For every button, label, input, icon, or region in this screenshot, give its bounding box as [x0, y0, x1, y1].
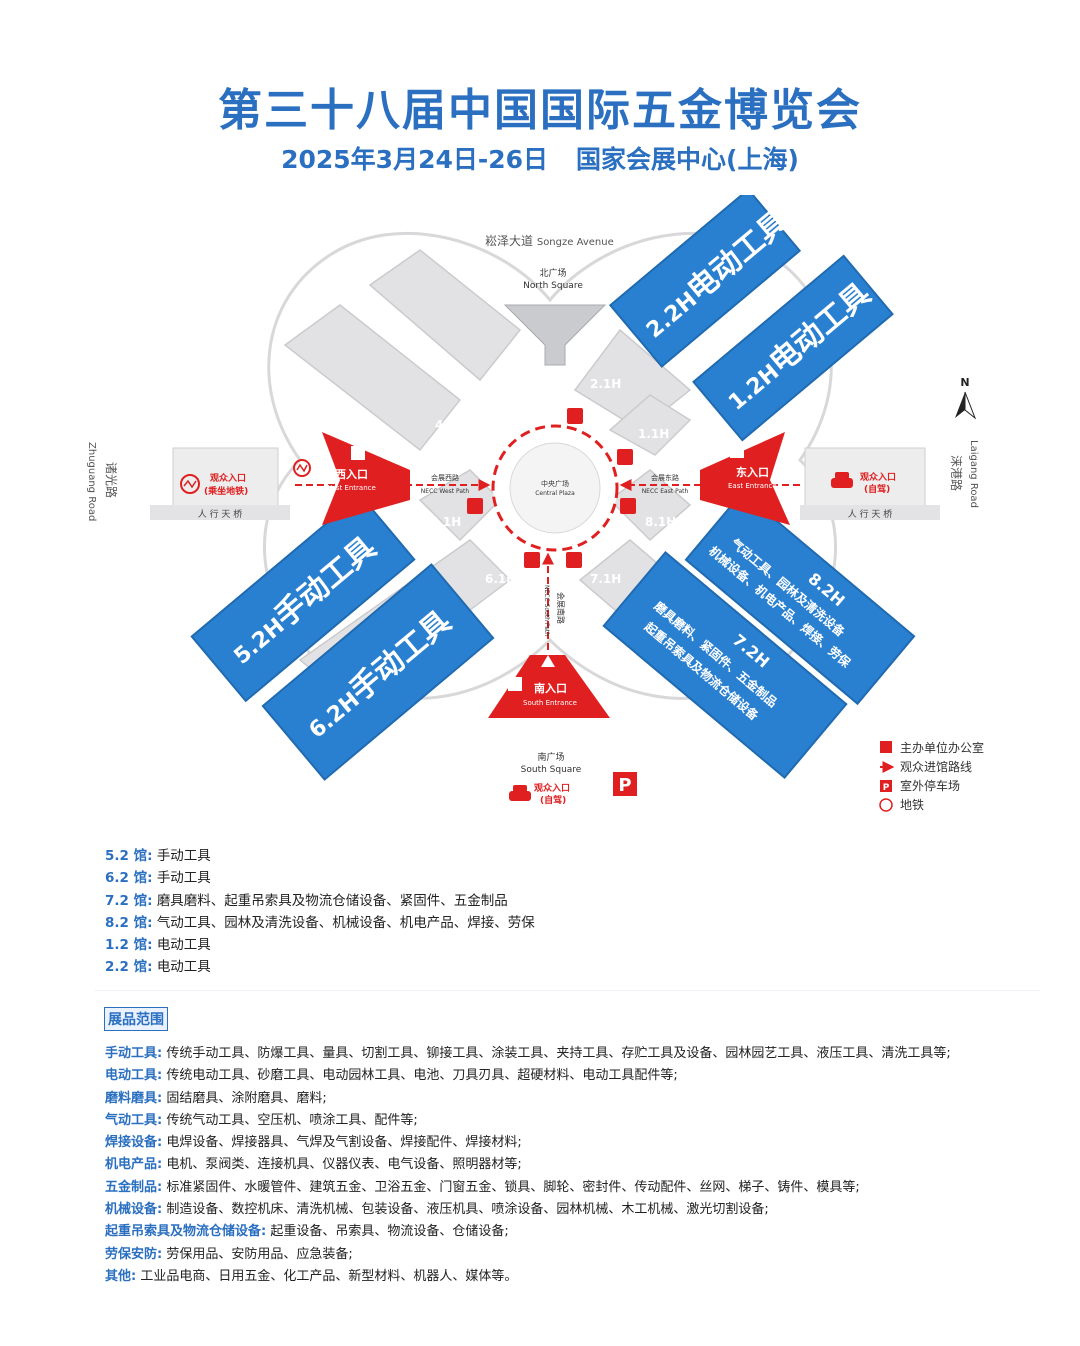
- scope-row: 劳保安防: 劳保用品、安防用品、应急装备;: [105, 1246, 353, 1262]
- east-entrance-en: East Entrance: [728, 482, 777, 490]
- legend-metro-label: 地铁: [900, 798, 924, 812]
- hall-label-5-1h: 5.1H: [430, 515, 461, 529]
- hall-list-row: 1.2 馆: 电动工具: [105, 937, 211, 954]
- hall-list-row: 8.2 馆: 气动工具、园林及清洗设备、机械设备、机电产品、焊接、劳保: [105, 914, 535, 931]
- svg-text:P: P: [883, 783, 890, 793]
- west-entrance-en: West Entrance: [325, 484, 376, 492]
- east-visitor-entry-label: 观众入口: [860, 471, 896, 483]
- east-visitor-entry: 观众入口 (自驾): [831, 471, 896, 495]
- central-plaza-en: Central Plaza: [535, 490, 575, 497]
- west-road-en: Zhuguang Road: [86, 442, 97, 521]
- hall-list: 5.2 馆: 手动工具 6.2 馆: 手动工具 7.2 馆: 磨具磨料、起重吊索…: [105, 845, 535, 979]
- venue-map: 人 行 天 桥 人 行 天 桥 中央广场 Central Plaza 会展西路 …: [86, 195, 984, 812]
- north-square-block: [503, 304, 607, 366]
- south-visitor-entry: 观众入口 (自驾): [509, 782, 570, 806]
- west-visitor-entry-mode: (乘坐地铁): [204, 485, 248, 497]
- east-path-en: NECC East Path: [642, 488, 689, 495]
- scope-row: 电动工具: 传统电动工具、砂磨工具、电动园林工具、电池、刀具刃具、超硬材料、电动…: [105, 1068, 678, 1084]
- north-road-cn: 崧泽大道: [485, 234, 533, 248]
- hall-label-7-1h: 7.1H: [590, 572, 621, 586]
- scope-row: 起重吊索具及物流仓储设备: 起重设备、吊索具、物流设备、仓储设备;: [105, 1224, 509, 1240]
- west-path-en: NECC West Path: [421, 488, 470, 495]
- skybridge-right-label: 人 行 天 桥: [848, 508, 893, 520]
- east-visitor-entry-mode: (自驾): [864, 483, 890, 495]
- scope-row: 五金制品: 标准紧固件、水暖管件、建筑五金、卫浴五金、门窗五金、锁具、脚轮、密封…: [105, 1179, 860, 1195]
- compass-label: N: [960, 376, 969, 389]
- metro-icon: [293, 459, 311, 477]
- hall-list-row: 5.2 馆: 手动工具: [105, 848, 211, 864]
- east-road-cn: 涞港路: [949, 455, 964, 491]
- hall-label-3h: 3H: [496, 375, 514, 389]
- hall-list-row: 2.2 馆: 电动工具: [105, 959, 211, 976]
- central-plaza-cn: 中央广场: [541, 479, 569, 488]
- road-strips: [150, 447, 940, 520]
- west-visitor-entry: 观众入口 (乘坐地铁): [180, 472, 248, 497]
- west-entrance: 西入口 West Entrance: [322, 432, 410, 525]
- compass-icon: N: [955, 376, 977, 420]
- hall-label-1-1h: 1.1H: [638, 427, 669, 441]
- office-icons: [467, 408, 636, 568]
- legend-parking-label: 室外停车场: [900, 778, 960, 793]
- scope-title: 展品范围: [104, 1007, 168, 1031]
- legend-office-label: 主办单位办公室: [900, 740, 984, 755]
- west-road-cn: 诸光路: [104, 462, 119, 498]
- scope-row: 机械设备: 制造设备、数控机床、清洗机械、包装设备、液压机具、喷涂设备、园林机械…: [105, 1202, 769, 1218]
- west-entrance-cn: 西入口: [335, 468, 368, 481]
- north-road: 崧泽大道 Songze Avenue: [485, 234, 614, 248]
- event-subtitle: 2025年3月24日-26日国家会展中心(上海): [0, 140, 1080, 176]
- scope-row: 气动工具: 传统气动工具、空压机、喷涂工具、配件等;: [105, 1112, 418, 1128]
- north-road-en: Songze Avenue: [537, 237, 614, 248]
- south-path-cn: 会展南路: [556, 592, 566, 624]
- parking-icon: P: [613, 772, 637, 796]
- south-square-en: South Square: [521, 765, 582, 775]
- west-visitor-entry-label: 观众入口: [210, 472, 246, 484]
- hall-1-1h-block: [608, 394, 692, 456]
- legend-metro-icon: [879, 798, 893, 812]
- hall-label-2-1h: 2.1H: [590, 377, 621, 391]
- event-date: 2025年3月24日-26日: [281, 145, 549, 174]
- scope-row: 焊接设备: 电焊设备、焊接器具、气焊及气割设备、焊接配件、焊接材料;: [105, 1135, 522, 1151]
- section-divider: [95, 990, 1040, 991]
- hall-list-row: 7.2 馆: 磨具磨料、起重吊索具及物流仓储设备、紧固件、五金制品: [105, 892, 508, 909]
- south-entrance: 南入口 South Entrance: [488, 655, 610, 718]
- south-path-en: NECC South Path: [543, 585, 550, 636]
- parking-letter: P: [618, 775, 631, 796]
- east-path-cn: 会展东路: [651, 473, 679, 482]
- hall-4h-block: [283, 304, 462, 452]
- exhibit-scope-list: 手动工具: 传统手动工具、防爆工具、量具、切割工具、铆接工具、涂装工具、夹持工具…: [105, 1043, 951, 1288]
- hall-3h-block: [368, 249, 522, 382]
- scope-row: 手动工具: 传统手动工具、防爆工具、量具、切割工具、铆接工具、涂装工具、夹持工具…: [105, 1046, 951, 1061]
- hall-label-8-1h: 8.1H: [645, 515, 676, 529]
- hall-label-6-1h: 6.1H: [485, 572, 516, 586]
- south-square-cn: 南广场: [537, 751, 564, 763]
- south-visitor-entry-label: 观众入口: [534, 782, 570, 794]
- scope-row: 其他: 工业品电商、日用五金、化工产品、新型材料、机器人、媒体等。: [105, 1268, 518, 1284]
- legend: 主办单位办公室 观众进馆路线 P 室外停车场 地铁: [879, 740, 984, 812]
- legend-office-icon: [880, 741, 892, 753]
- south-visitor-entry-mode: (自驾): [540, 794, 566, 806]
- east-road-en: Laigang Road: [968, 440, 979, 508]
- scope-row: 磨料磨具: 固结磨具、涂附磨具、磨料;: [105, 1090, 327, 1106]
- event-venue: 国家会展中心(上海): [576, 145, 799, 174]
- west-path-cn: 会展西路: [431, 473, 459, 482]
- hall-list-row: 6.2 馆: 手动工具: [105, 870, 211, 887]
- hall-2-2h-block: 2.2H电动工具: [608, 195, 802, 368]
- skybridge-left-label: 人 行 天 桥: [198, 508, 243, 520]
- scope-row: 机电产品: 电机、泵阀类、连接机具、仪器仪表、电气设备、照明器材等;: [105, 1157, 522, 1173]
- page-title: 第三十八届中国国际五金博览会: [218, 85, 862, 136]
- legend-arrow-label: 观众进馆路线: [900, 759, 972, 774]
- south-entrance-cn: 南入口: [534, 681, 567, 695]
- south-entrance-en: South Entrance: [523, 699, 577, 707]
- north-square-cn: 北广场: [539, 267, 566, 279]
- east-entrance-cn: 东入口: [736, 465, 769, 479]
- hall-label-4h: 4H: [435, 418, 453, 432]
- legend-parking-icon: [880, 780, 892, 792]
- east-entrance: 东入口 East Entrance: [700, 432, 790, 525]
- north-square-en: North Square: [523, 281, 583, 291]
